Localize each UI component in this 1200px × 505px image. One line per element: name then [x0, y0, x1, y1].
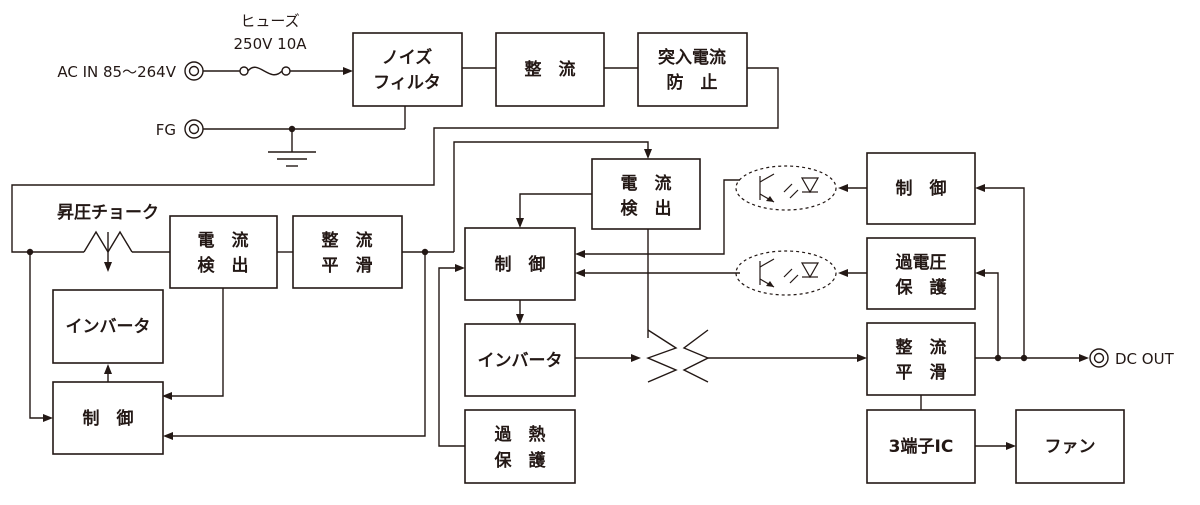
wire-bus-to-pfc-control	[172, 252, 426, 437]
pfc-control-block: 制 御	[52, 381, 164, 455]
svg-text:フィルタ: フィルタ	[373, 73, 441, 93]
wire-boost-to-pfc-control	[29, 252, 45, 419]
photocoupler-2	[735, 250, 837, 296]
photocoupler-1	[735, 165, 837, 211]
regulator-block: 3端子IC	[866, 409, 976, 484]
svg-text:電 流: 電 流	[198, 230, 249, 251]
ground-symbol	[268, 151, 316, 167]
wire-pc1-to-main-control	[585, 179, 740, 255]
arrowhead-bus-pfc-control	[163, 432, 173, 440]
arrowhead-detect-control	[162, 392, 172, 400]
arrowhead-bus-current-detect	[644, 149, 652, 159]
rect-smooth-block-2: 整 流 平 滑	[866, 322, 976, 396]
ac-in-terminal	[184, 61, 204, 81]
fuse-title: ヒューズ	[240, 12, 299, 30]
arrowhead-pfc-control-left	[43, 414, 53, 422]
arrowhead-detect-main-control	[516, 218, 524, 228]
svg-text:インバータ: インバータ	[66, 317, 151, 337]
pfc-current-detect-block: 電 流 検 出	[169, 215, 278, 289]
arrowhead-control-inverter	[104, 364, 112, 374]
arrowhead-output-sec-control	[975, 184, 985, 192]
overheat-protection-block: 過 熱 保 護	[464, 409, 576, 484]
svg-text:制 御: 制 御	[896, 178, 947, 199]
svg-text:整 流: 整 流	[525, 59, 576, 80]
svg-text:防 止: 防 止	[667, 72, 718, 93]
svg-text:保 護: 保 護	[895, 277, 948, 298]
main-current-detect-block: 電 流 検 出	[591, 158, 701, 230]
ground-wiring	[203, 106, 406, 152]
fg-label: FG	[156, 121, 176, 139]
svg-text:3端子IC: 3端子IC	[889, 436, 954, 457]
arrowhead-output	[1079, 354, 1089, 362]
wire-output-to-sec-control	[985, 187, 1025, 358]
pfc-inverter-block: インバータ	[52, 289, 164, 364]
inrush-limiter-block: 突入電流 防 止	[637, 32, 748, 107]
svg-text:過電圧: 過電圧	[896, 253, 947, 273]
svg-text:検 出: 検 出	[621, 198, 672, 219]
wire-detect-to-pfc-control	[170, 288, 224, 397]
arrowhead-pc2-main-control	[575, 269, 585, 277]
svg-text:制 御: 制 御	[495, 254, 546, 275]
svg-text:ファン: ファン	[1045, 437, 1096, 457]
wire-overheat-to-control	[438, 267, 465, 447]
wire-output-to-ovp	[985, 272, 999, 358]
secondary-control-block: 制 御	[866, 152, 976, 225]
fg-terminal	[184, 119, 204, 139]
dc-out-label: DC OUT	[1115, 350, 1175, 368]
arrowhead-transformer-rect	[857, 354, 867, 362]
arrowhead-pc1-main-control	[575, 250, 585, 258]
svg-text:整 流: 整 流	[322, 230, 373, 251]
arrowhead-output-ovp	[975, 269, 985, 277]
ac-in-label: AC IN 85～264V	[57, 63, 176, 81]
svg-text:インバータ: インバータ	[478, 351, 563, 371]
ovp-block: 過電圧 保 護	[866, 237, 976, 310]
arrowhead-overheat-control	[455, 264, 465, 272]
svg-text:検 出: 検 出	[198, 255, 249, 276]
wire-detect-to-main-control	[519, 193, 592, 218]
svg-text:整 流: 整 流	[896, 337, 947, 358]
svg-text:制 御: 制 御	[83, 408, 134, 429]
fuse-symbol	[203, 66, 353, 76]
rectifier-block: 整 流	[495, 32, 605, 107]
svg-text:保 護: 保 護	[494, 450, 547, 471]
main-inverter-block: インバータ	[464, 323, 576, 397]
wire-inrush-to-boost	[11, 67, 779, 253]
fuse-rating: 250V 10A	[233, 35, 307, 53]
svg-text:電 流: 電 流	[621, 173, 672, 194]
arrowhead-control-inverter-main	[516, 314, 524, 324]
fan-block: ファン	[1015, 409, 1125, 484]
wire-bus-to-current-detect	[453, 141, 649, 252]
svg-text:平 滑: 平 滑	[896, 363, 947, 383]
arrowhead-sec-control-pc1	[838, 184, 848, 192]
svg-text:平 滑: 平 滑	[322, 256, 373, 276]
arrowhead-inverter-transformer	[631, 354, 641, 362]
rect-smooth-block-1: 整 流 平 滑	[292, 215, 403, 289]
arrowhead-ovp-pc2	[838, 269, 848, 277]
transformer-symbol	[646, 329, 710, 383]
noise-filter-block: ノイズ フィルタ	[352, 32, 463, 107]
svg-text:過 熱: 過 熱	[495, 424, 546, 445]
svg-text:突入電流: 突入電流	[658, 47, 726, 68]
svg-text:ノイズ: ノイズ	[382, 47, 433, 68]
arrowhead-regulator-fan	[1006, 442, 1016, 450]
boost-choke-label: 昇圧チョーク	[57, 203, 159, 223]
boost-choke-symbol	[30, 230, 170, 272]
dc-out-terminal	[1089, 348, 1109, 368]
main-control-block: 制 御	[464, 227, 576, 301]
